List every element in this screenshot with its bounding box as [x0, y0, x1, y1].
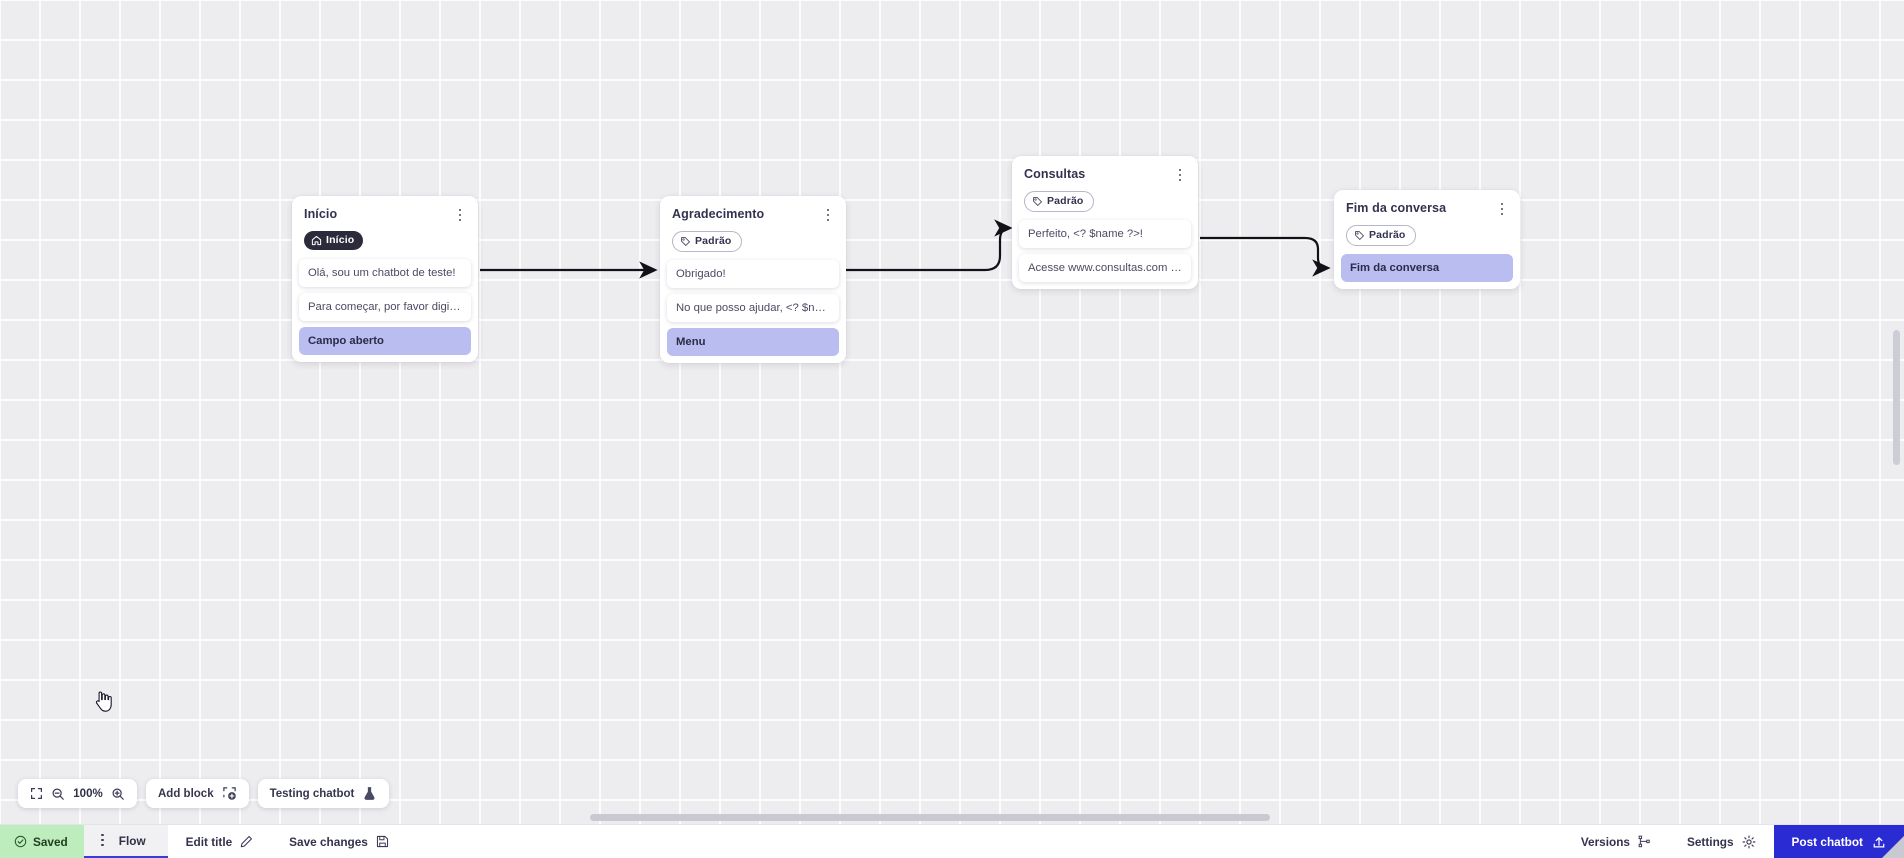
- list-item[interactable]: Fim da conversa: [1341, 254, 1513, 282]
- versions-button[interactable]: Versions: [1563, 825, 1669, 858]
- node-header: Agradecimento: [660, 196, 846, 224]
- status-badge-label: Padrão: [1369, 229, 1406, 241]
- flow-node-agradecimento[interactable]: Agradecimento Padrão Obrigado! No que po…: [660, 196, 846, 363]
- node-title: Consultas: [1024, 167, 1086, 181]
- flow-canvas[interactable]: Início Início Olá, sou um chatbot de tes…: [0, 0, 1904, 824]
- node-title: Agradecimento: [672, 207, 765, 221]
- bottom-bar-spacer: [407, 825, 1563, 858]
- node-items: Olá, sou um chatbot de teste! Para começ…: [292, 259, 478, 355]
- list-item[interactable]: Acesse www.consultas.com par...: [1019, 254, 1191, 282]
- canvas-toolbar: 100% Add block: [18, 779, 390, 808]
- list-item[interactable]: Campo aberto: [299, 327, 471, 355]
- tab-flow[interactable]: Flow: [83, 825, 168, 858]
- zoom-level: 100%: [73, 787, 103, 800]
- node-items: Fim da conversa: [1334, 254, 1520, 282]
- status-badge-label: Padrão: [695, 235, 732, 247]
- scrollbar-thumb[interactable]: [590, 814, 1270, 821]
- node-header: Início: [292, 196, 478, 224]
- post-chatbot-button[interactable]: Post chatbot: [1773, 825, 1904, 858]
- pencil-icon: [240, 836, 253, 848]
- node-header: Fim da conversa: [1334, 190, 1520, 218]
- settings-label: Settings: [1687, 834, 1734, 849]
- list-item[interactable]: Obrigado!: [667, 260, 839, 288]
- node-badges: Início: [292, 224, 478, 259]
- status-badge: Saved: [0, 825, 84, 858]
- flow-node-fim-da-conversa[interactable]: Fim da conversa Padrão Fim da conversa: [1334, 190, 1520, 289]
- node-header: Consultas: [1012, 156, 1198, 184]
- save-changes-button[interactable]: Save changes: [271, 825, 407, 858]
- node-title: Fim da conversa: [1346, 201, 1447, 215]
- check-circle-icon: [14, 835, 27, 848]
- edit-title-label: Edit title: [185, 834, 233, 849]
- list-item[interactable]: Olá, sou um chatbot de teste!: [299, 259, 471, 287]
- tab-bar: Flow: [83, 825, 168, 858]
- list-item[interactable]: Perfeito, <? $name ?>!: [1019, 220, 1191, 248]
- fit-screen-icon[interactable]: [30, 787, 43, 800]
- home-icon: [311, 235, 322, 246]
- node-menu-icon[interactable]: [1495, 200, 1509, 218]
- zoom-controls: 100%: [18, 779, 137, 808]
- floppy-disk-icon: [376, 835, 388, 848]
- flask-icon: [362, 786, 377, 801]
- node-badges: Padrão: [1012, 184, 1198, 220]
- horizontal-scrollbar[interactable]: [0, 812, 1904, 822]
- tab-flow-label: Flow: [118, 833, 146, 848]
- branch-icon: [1638, 835, 1650, 848]
- zoom-out-icon[interactable]: [51, 787, 65, 801]
- list-item[interactable]: No que posso ajudar, <? $name ...: [667, 294, 839, 322]
- status-badge[interactable]: Padrão: [1024, 191, 1094, 212]
- node-badges: Padrão: [660, 224, 846, 260]
- add-block-button[interactable]: Add block: [146, 779, 249, 808]
- node-menu-icon[interactable]: [453, 206, 467, 224]
- testing-chatbot-button[interactable]: Testing chatbot: [257, 779, 390, 808]
- edit-title-button[interactable]: Edit title: [168, 825, 272, 858]
- node-menu-icon[interactable]: [821, 206, 835, 224]
- node-badges: Padrão: [1334, 218, 1520, 254]
- flow-connectors: [480, 219, 1331, 279]
- post-chatbot-label: Post chatbot: [1791, 834, 1863, 849]
- versions-label: Versions: [1580, 834, 1630, 849]
- flow-node-consultas[interactable]: Consultas Padrão Perfeito, <? $name ?>! …: [1012, 156, 1198, 289]
- scrollbar-thumb[interactable]: [1893, 330, 1900, 465]
- status-badge-label: Início: [326, 234, 355, 246]
- add-block-icon: [222, 786, 237, 801]
- status-badge-label: Padrão: [1047, 195, 1084, 207]
- node-title: Início: [304, 207, 338, 221]
- tag-icon: [681, 237, 690, 246]
- zoom-in-icon[interactable]: [111, 787, 125, 801]
- status-badge[interactable]: Padrão: [672, 231, 742, 252]
- node-items: Obrigado! No que posso ajudar, <? $name …: [660, 260, 846, 356]
- vertical-scrollbar[interactable]: [1892, 0, 1902, 824]
- status-badge[interactable]: Padrão: [1346, 225, 1416, 246]
- status-badge[interactable]: Início: [304, 231, 364, 250]
- bottom-toolbar: Saved Flow Edit title Save changes Versi…: [0, 824, 1904, 858]
- testing-chatbot-label: Testing chatbot: [269, 787, 355, 800]
- list-item[interactable]: Para começar, por favor digite o ...: [299, 293, 471, 321]
- upload-icon: [1873, 836, 1885, 848]
- kebab-menu-icon[interactable]: [96, 831, 110, 849]
- add-block-label: Add block: [158, 787, 214, 800]
- gear-icon: [1742, 834, 1756, 849]
- list-item[interactable]: Menu: [667, 328, 839, 356]
- node-items: Perfeito, <? $name ?>! Acesse www.consul…: [1012, 220, 1198, 282]
- flow-node-inicio[interactable]: Início Início Olá, sou um chatbot de tes…: [292, 196, 478, 362]
- tag-icon: [1355, 231, 1364, 240]
- tag-icon: [1033, 197, 1042, 206]
- settings-button[interactable]: Settings: [1669, 825, 1774, 858]
- resize-grip[interactable]: [1882, 836, 1904, 858]
- node-menu-icon[interactable]: [1173, 166, 1187, 184]
- save-changes-label: Save changes: [289, 834, 368, 849]
- saved-label: Saved: [33, 834, 68, 849]
